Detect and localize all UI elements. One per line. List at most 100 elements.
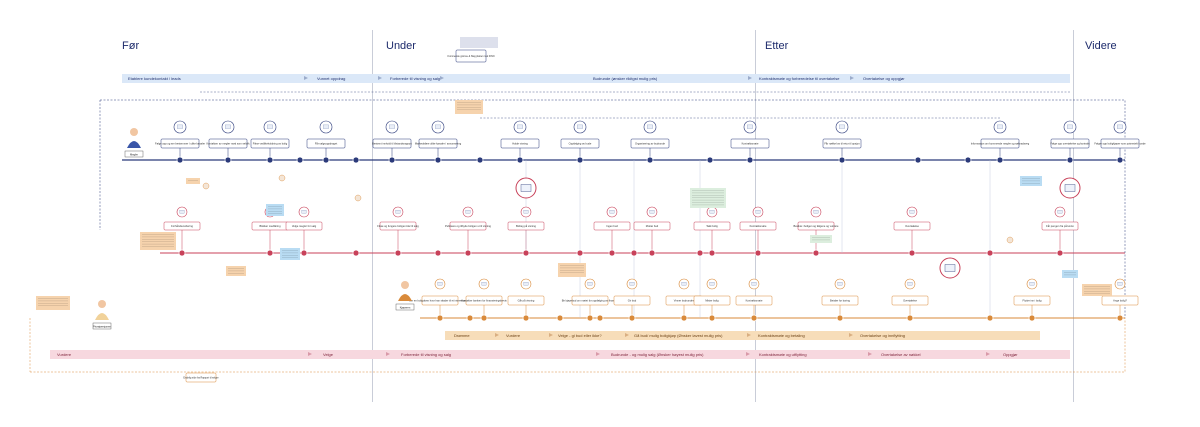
megler-timeline-dot <box>838 156 846 164</box>
seller-step-icon <box>462 206 474 218</box>
megler-timeline-dot <box>224 156 232 164</box>
seller-timeline-dot <box>708 249 716 257</box>
buyer-step: Mister bolig <box>693 295 731 306</box>
megler-step-label: Kontraktsmøte <box>742 142 759 146</box>
seller-step-label: Ingen bud <box>606 224 618 228</box>
megler-step-icon <box>221 120 235 134</box>
timeline-dot <box>576 249 584 257</box>
buyer-step-box <box>1013 295 1051 306</box>
seller-step: Fikse og fungere boligen klar til salg <box>377 221 419 231</box>
band-label: Gå bud/ mulig boligkjøp (Ønsker lavest m… <box>634 333 723 338</box>
buyer-timeline-dot <box>708 314 716 322</box>
megler-step: Får salgsoppdraget <box>306 138 346 149</box>
buyer-step: Betaler for boring <box>821 295 859 306</box>
megler-step-box <box>1050 138 1090 149</box>
band-arrow-icon <box>304 76 308 80</box>
feedback-loop-line <box>30 318 1126 373</box>
band-label: Budrunde (ønsker rikitgst mulig pris) <box>593 76 658 81</box>
seller-step: Forhåndsvurdering <box>163 221 201 231</box>
buyer-step-icon <box>748 278 760 290</box>
buyer-step-label: Vinner budrunden <box>674 299 695 303</box>
buyer-step-label: Ange bolig? <box>1113 299 1127 303</box>
band-label: Velge - gi bud eller ikke? <box>558 333 602 338</box>
seller-step: Bidrag på visning <box>507 221 545 231</box>
buyer-timeline-dot <box>1116 314 1124 322</box>
phase-title-videre: Videre <box>1085 40 1117 52</box>
seller-step-box <box>893 221 931 231</box>
timeline-dot <box>556 314 564 322</box>
buyer-step-label: Kontraktsmøte <box>746 299 763 303</box>
buyer-timeline-dot <box>906 314 914 322</box>
seller-step: Overtakelse <box>893 221 931 231</box>
megler-timeline-dot <box>746 156 754 164</box>
phase-divider <box>1073 30 1074 402</box>
seller-step-box <box>739 221 777 231</box>
buyer-actor: Kjøperen <box>395 281 415 311</box>
timeline-dot <box>476 156 484 164</box>
seller-step-box <box>163 221 201 231</box>
band-label: Drømme <box>454 333 470 338</box>
buyer-step-icon <box>1114 278 1126 290</box>
seller-step-icon <box>298 206 310 218</box>
step-icon-glyph <box>517 124 523 129</box>
step-icon-glyph <box>1117 124 1123 129</box>
band-label: Overtakelse og innflytting <box>860 333 905 338</box>
megler-actor-head <box>130 128 138 136</box>
step-icon-glyph <box>709 282 715 286</box>
seller-step: Takk bolig <box>693 221 731 231</box>
seller-step: Blokker medføring <box>251 221 289 231</box>
seller-timeline-dot <box>300 249 308 257</box>
step-icon-glyph <box>1117 282 1123 286</box>
step-icon-glyph <box>1057 210 1063 214</box>
seller-timeline-dot <box>608 249 616 257</box>
seller-step-icon <box>706 206 718 218</box>
seller-step-label: Forhåndsvurdering <box>171 224 193 228</box>
person-icon <box>278 174 286 182</box>
bottom-note: Endelig side fra Rapport til selger <box>183 372 219 383</box>
buyer-step-label: Overtakelse <box>903 299 917 303</box>
megler-step-box <box>822 138 862 149</box>
buyer-step: Flytter inn i bolig <box>1013 295 1051 306</box>
buyer-step: Ange bolig? <box>1101 295 1139 306</box>
step-icon-glyph <box>709 210 715 214</box>
phase-divider <box>372 30 373 402</box>
band-arrow-icon <box>386 352 390 356</box>
step-icon-glyph <box>523 210 529 214</box>
megler-step-box <box>560 138 600 149</box>
seller-step: Publisere og tilbyde boligen ut til visn… <box>445 221 492 231</box>
band-arrow-icon <box>746 352 750 356</box>
buyer-timeline-dot <box>522 314 530 322</box>
buyer-step-icon <box>706 278 718 290</box>
seller-step-icon <box>520 206 532 218</box>
buyer-timeline-dot <box>836 314 844 322</box>
megler-step-box <box>500 138 540 149</box>
buyer-timeline-dot <box>1028 314 1036 322</box>
seller-step-label: Kontraktsmøte <box>750 224 767 228</box>
megler-step-icon <box>513 120 527 134</box>
megler-step-box <box>160 138 200 149</box>
buyer-step-box <box>465 295 503 306</box>
buyer-actor-label: Kjøperen <box>400 305 411 309</box>
timeline-dot <box>630 249 638 257</box>
megler-step-box <box>306 138 346 149</box>
band-label: Kontraktsmøte og betaling <box>758 333 805 338</box>
megler-timeline-dot <box>322 156 330 164</box>
step-icon-glyph <box>837 282 843 286</box>
megler-timeline-dot <box>996 156 1004 164</box>
seller-step: Mottar bud <box>633 221 671 231</box>
key-moment-icon <box>1064 184 1076 192</box>
megler-step-icon <box>1063 120 1077 134</box>
megler-timeline-dot <box>1066 156 1074 164</box>
buyer-step-label: Går på visning <box>518 299 535 303</box>
megler-step: Kontakten av megler møtt som selvlik <box>206 138 250 149</box>
megler-actor-body <box>127 141 141 148</box>
megler-step: Informasjon om kommende megler og søknad… <box>971 138 1030 149</box>
buyer-step-label: Mister bolig <box>705 299 719 303</box>
band-arrow-icon <box>549 333 553 337</box>
step-icon-glyph <box>267 124 273 129</box>
seller-step: Besikte i boligen og følgene og vurdere <box>794 221 839 231</box>
megler-step-box <box>980 138 1020 149</box>
buyer-step-box <box>421 295 459 306</box>
buyer-process-band: Drømme Vurdere Velge - gi bud eller ikke… <box>445 331 1040 340</box>
step-icon-glyph <box>389 124 395 129</box>
